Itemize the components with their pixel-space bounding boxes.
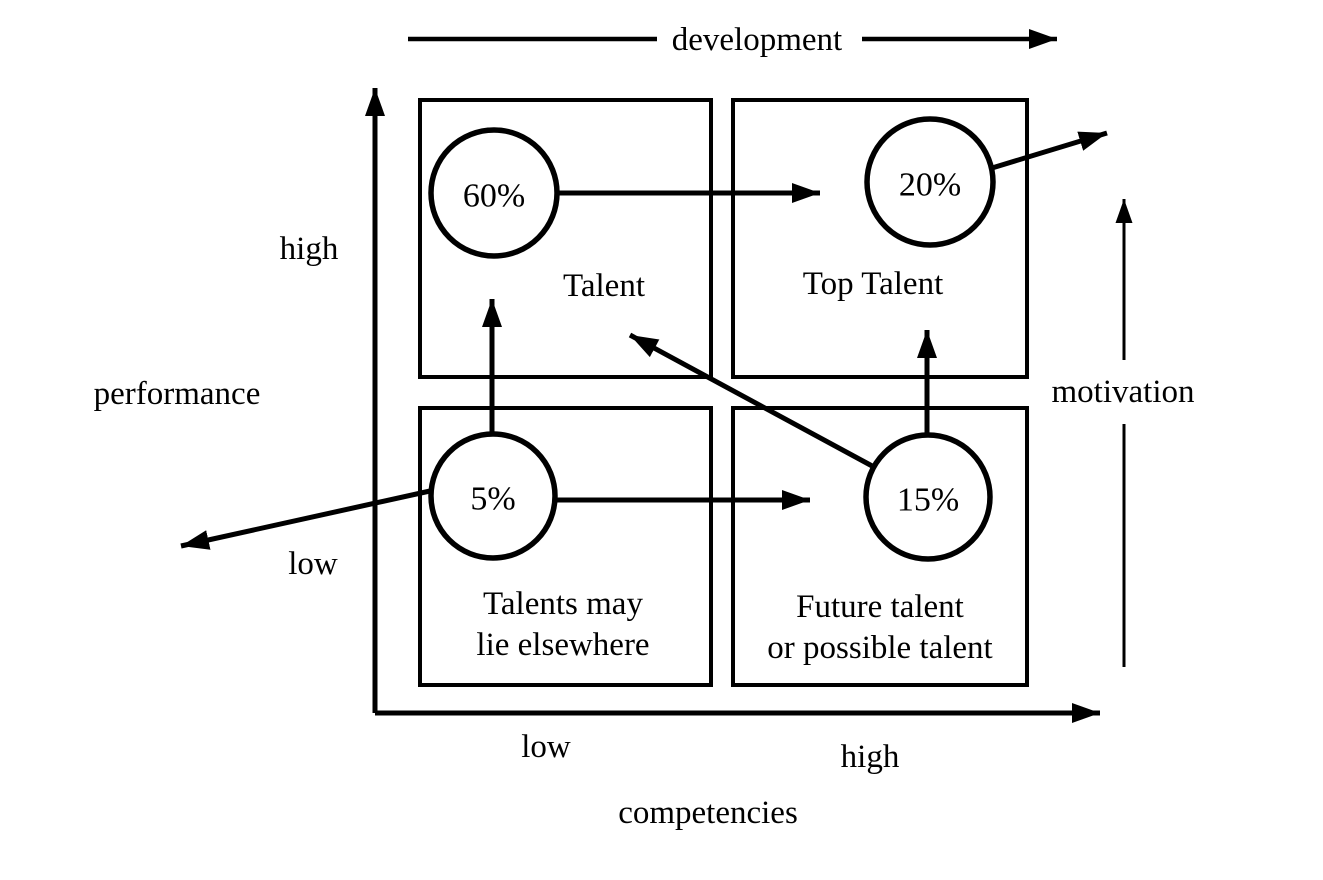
arrow-15-to-talent-diagonal: [628, 332, 876, 470]
talent-60-circle: [428, 127, 560, 259]
performance-axis-label: performance: [94, 376, 261, 412]
development-axis-label: development: [672, 22, 842, 58]
competencies-high-tick-label: high: [841, 739, 900, 775]
motivation-axis-label: motivation: [1052, 374, 1195, 410]
performance-high-tick-label: high: [280, 231, 339, 267]
quadrant-boxes: [418, 98, 1029, 687]
talents-elsewhere-5-circle: [428, 431, 558, 561]
quadrant-future-talent-label-line2: or possible talent: [767, 630, 992, 666]
quadrant-talent-box: [418, 98, 713, 379]
quadrant-future-talent-box: [731, 406, 1029, 687]
future-talent-percentage-value: 15%: [897, 482, 959, 519]
quadrant-top-talent-box: [731, 98, 1029, 379]
quadrant-talents-elsewhere-box: [418, 406, 713, 687]
quadrant-future-talent-label-line1: Future talent: [796, 589, 964, 625]
top-talent-20-circle: [864, 116, 996, 248]
arrow-20-exit-up-right: [991, 130, 1108, 171]
quadrant-talent-label: Talent: [563, 268, 645, 304]
performance-low-tick-label: low: [288, 546, 338, 582]
competencies-axis-label: competencies: [618, 795, 798, 831]
quadrant-top-talent-label: Top Talent: [803, 266, 944, 302]
arrow-5-exit-down-left: [180, 488, 431, 550]
quadrant-talents-elsewhere-label-line1: Talents may: [483, 586, 643, 622]
top-talent-percentage-value: 20%: [899, 167, 961, 204]
competencies-low-tick-label: low: [521, 729, 571, 765]
quadrant-talents-elsewhere-label-line2: lie elsewhere: [476, 627, 649, 663]
talents-elsewhere-percentage-value: 5%: [470, 481, 515, 518]
talent-percentage-value: 60%: [463, 178, 525, 215]
